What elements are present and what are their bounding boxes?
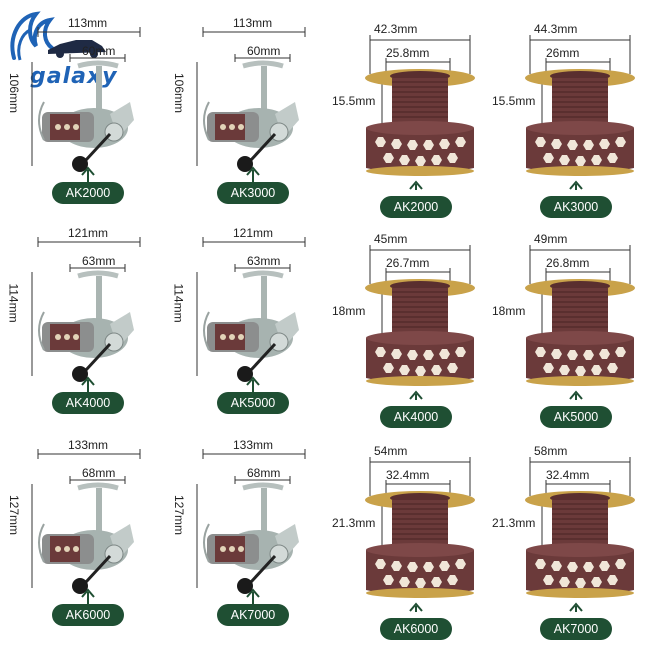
reel-spool-label: 60mm — [247, 44, 281, 58]
reel-spool-label: 60mm — [82, 44, 116, 58]
spool-inner-label: 26.7mm — [386, 256, 430, 270]
reel-height-label: 127mm — [172, 494, 187, 536]
spool-outer-label: 49mm — [534, 232, 568, 246]
model-badge: AK5000 — [217, 392, 289, 414]
spool-illustration — [490, 10, 650, 196]
brand-logo: galaxy — [6, 6, 118, 96]
reel-width-label: 121mm — [233, 226, 274, 240]
reel-card: 113mm 60mm 106mm AK2000 — [7, 10, 170, 225]
spool-card: 45mm 26.7mm 18mm AK4000 — [330, 220, 490, 435]
spool-inner-label: 32.4mm — [386, 468, 430, 482]
reel-drawing — [196, 449, 306, 604]
wave-car-logo-icon — [10, 11, 106, 61]
reel-illustration — [175, 10, 335, 185]
spool-illustration — [330, 432, 490, 618]
reel-drawing — [31, 237, 141, 392]
spool-card: 54mm 32.4mm 21.3mm AK6000 — [330, 432, 490, 647]
reel-drawing — [196, 237, 306, 392]
spool-drawing — [525, 35, 635, 196]
spool-outer-label: 44.3mm — [534, 22, 578, 36]
spool-outer-label: 42.3mm — [374, 22, 418, 36]
spool-card: 58mm 32.4mm 21.3mm AK7000 — [490, 432, 650, 647]
spool-inner-label: 26mm — [546, 46, 580, 60]
reel-card: 113mm 60mm 106mm AK3000 — [172, 10, 335, 225]
reel-height-label: 114mm — [171, 283, 186, 323]
spool-illustration — [330, 220, 490, 406]
spool-card: 49mm 26.8mm 18mm AK5000 — [490, 220, 650, 435]
reel-drawing — [31, 449, 141, 604]
spool-drawing — [365, 457, 475, 618]
model-badge: AK5000 — [540, 406, 612, 428]
spool-drawing — [525, 457, 635, 618]
spool-height-label: 15.5mm — [332, 94, 376, 108]
model-badge: AK4000 — [380, 406, 452, 428]
model-badge: AK4000 — [52, 392, 124, 414]
model-badge: AK7000 — [217, 604, 289, 626]
reel-spool-label: 68mm — [247, 466, 281, 480]
reel-width-label: 121mm — [68, 226, 109, 240]
spool-illustration — [330, 10, 490, 196]
model-badge: AK2000 — [380, 196, 452, 218]
reel-card: 133mm 68mm 127mm AK6000 — [7, 432, 170, 647]
reel-illustration — [175, 432, 335, 607]
reel-card: 121mm 63mm 114mm AK5000 — [171, 220, 335, 435]
model-badge: AK2000 — [52, 182, 124, 204]
reel-height-label: 114mm — [6, 283, 21, 323]
reel-width-label: 113mm — [233, 16, 273, 30]
reel-width-label: 133mm — [233, 438, 274, 452]
spool-outer-label: 45mm — [374, 232, 408, 246]
reel-spool-label: 63mm — [82, 254, 116, 268]
logo-text: galaxy — [30, 64, 118, 89]
spool-height-label: 18mm — [332, 304, 366, 318]
reel-drawing — [31, 27, 141, 182]
reel-illustration — [10, 220, 170, 395]
reel-card: 133mm 68mm 127mm AK7000 — [172, 432, 335, 647]
spool-card: 44.3mm 26mm 15.5mm AK3000 — [490, 10, 650, 225]
reel-spool-label: 68mm — [82, 466, 116, 480]
spool-inner-label: 25.8mm — [386, 46, 430, 60]
spool-drawing — [365, 35, 475, 196]
reel-spool-label: 63mm — [247, 254, 281, 268]
reel-height-label: 106mm — [7, 72, 22, 114]
spool-height-label: 18mm — [492, 304, 526, 318]
spool-illustration — [490, 220, 650, 406]
reel-height-label: 127mm — [7, 494, 22, 536]
reel-illustration — [175, 220, 335, 395]
spool-outer-label: 58mm — [534, 444, 568, 458]
spool-height-label: 21.3mm — [492, 516, 536, 530]
spool-height-label: 15.5mm — [492, 94, 536, 108]
spool-inner-label: 26.8mm — [546, 256, 590, 270]
reel-illustration — [10, 432, 170, 607]
model-badge: AK6000 — [52, 604, 124, 626]
reel-card: 121mm 63mm 114mm AK4000 — [6, 220, 170, 435]
reel-illustration — [10, 10, 170, 185]
reel-height-label: 106mm — [172, 72, 187, 114]
model-badge: AK3000 — [540, 196, 612, 218]
spool-outer-label: 54mm — [374, 444, 408, 458]
model-badge: AK6000 — [380, 618, 452, 640]
spool-height-label: 21.3mm — [332, 516, 376, 530]
reel-drawing — [196, 27, 306, 182]
reel-width-label: 133mm — [68, 438, 109, 452]
spool-illustration — [490, 432, 650, 618]
spool-card: 42.3mm 25.8mm 15.5mm AK2000 — [330, 10, 490, 225]
model-badge: AK7000 — [540, 618, 612, 640]
reel-width-label: 113mm — [68, 16, 108, 30]
model-badge: AK3000 — [217, 182, 289, 204]
spool-drawing — [525, 245, 635, 406]
spool-drawing — [365, 245, 475, 406]
spool-inner-label: 32.4mm — [546, 468, 590, 482]
